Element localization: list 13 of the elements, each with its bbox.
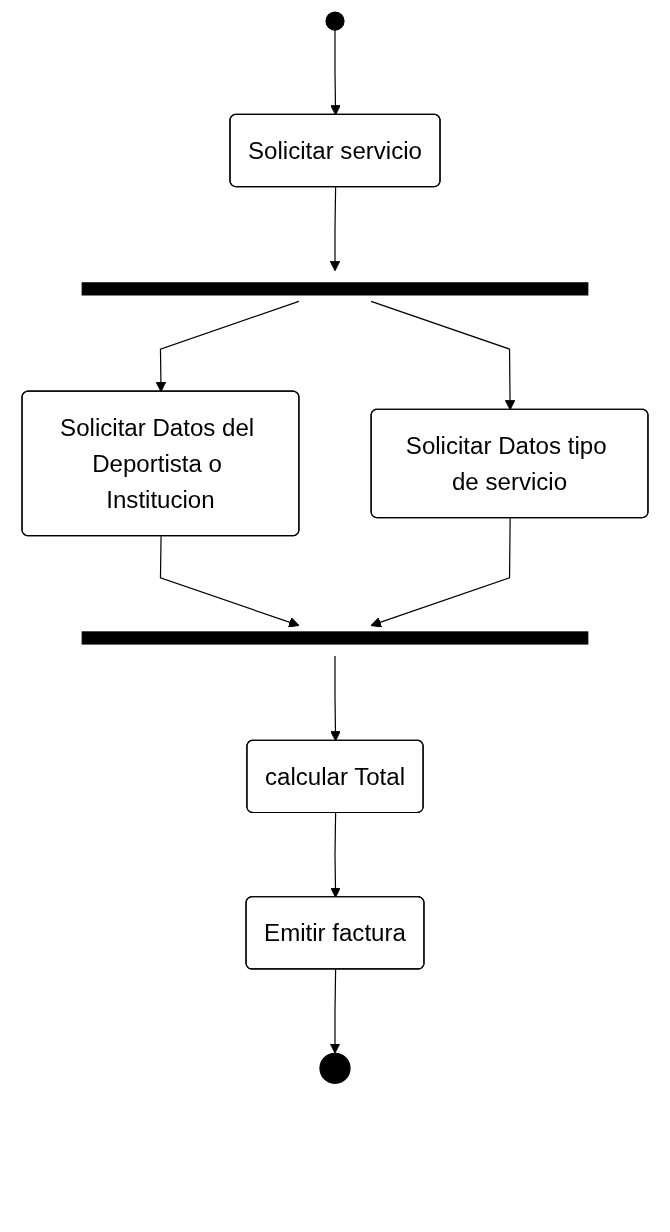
arrow <box>330 29 341 116</box>
arrow <box>155 300 300 393</box>
arrow <box>330 812 341 898</box>
arrow <box>159 535 300 628</box>
arrow <box>330 655 341 742</box>
arrow <box>329 968 341 1054</box>
node-bar <box>81 282 589 296</box>
node-bar <box>81 631 589 645</box>
arrow <box>329 186 341 272</box>
arrow <box>370 517 511 628</box>
node-circle <box>325 11 345 31</box>
arrow <box>370 300 516 411</box>
node-circle <box>319 1052 351 1084</box>
